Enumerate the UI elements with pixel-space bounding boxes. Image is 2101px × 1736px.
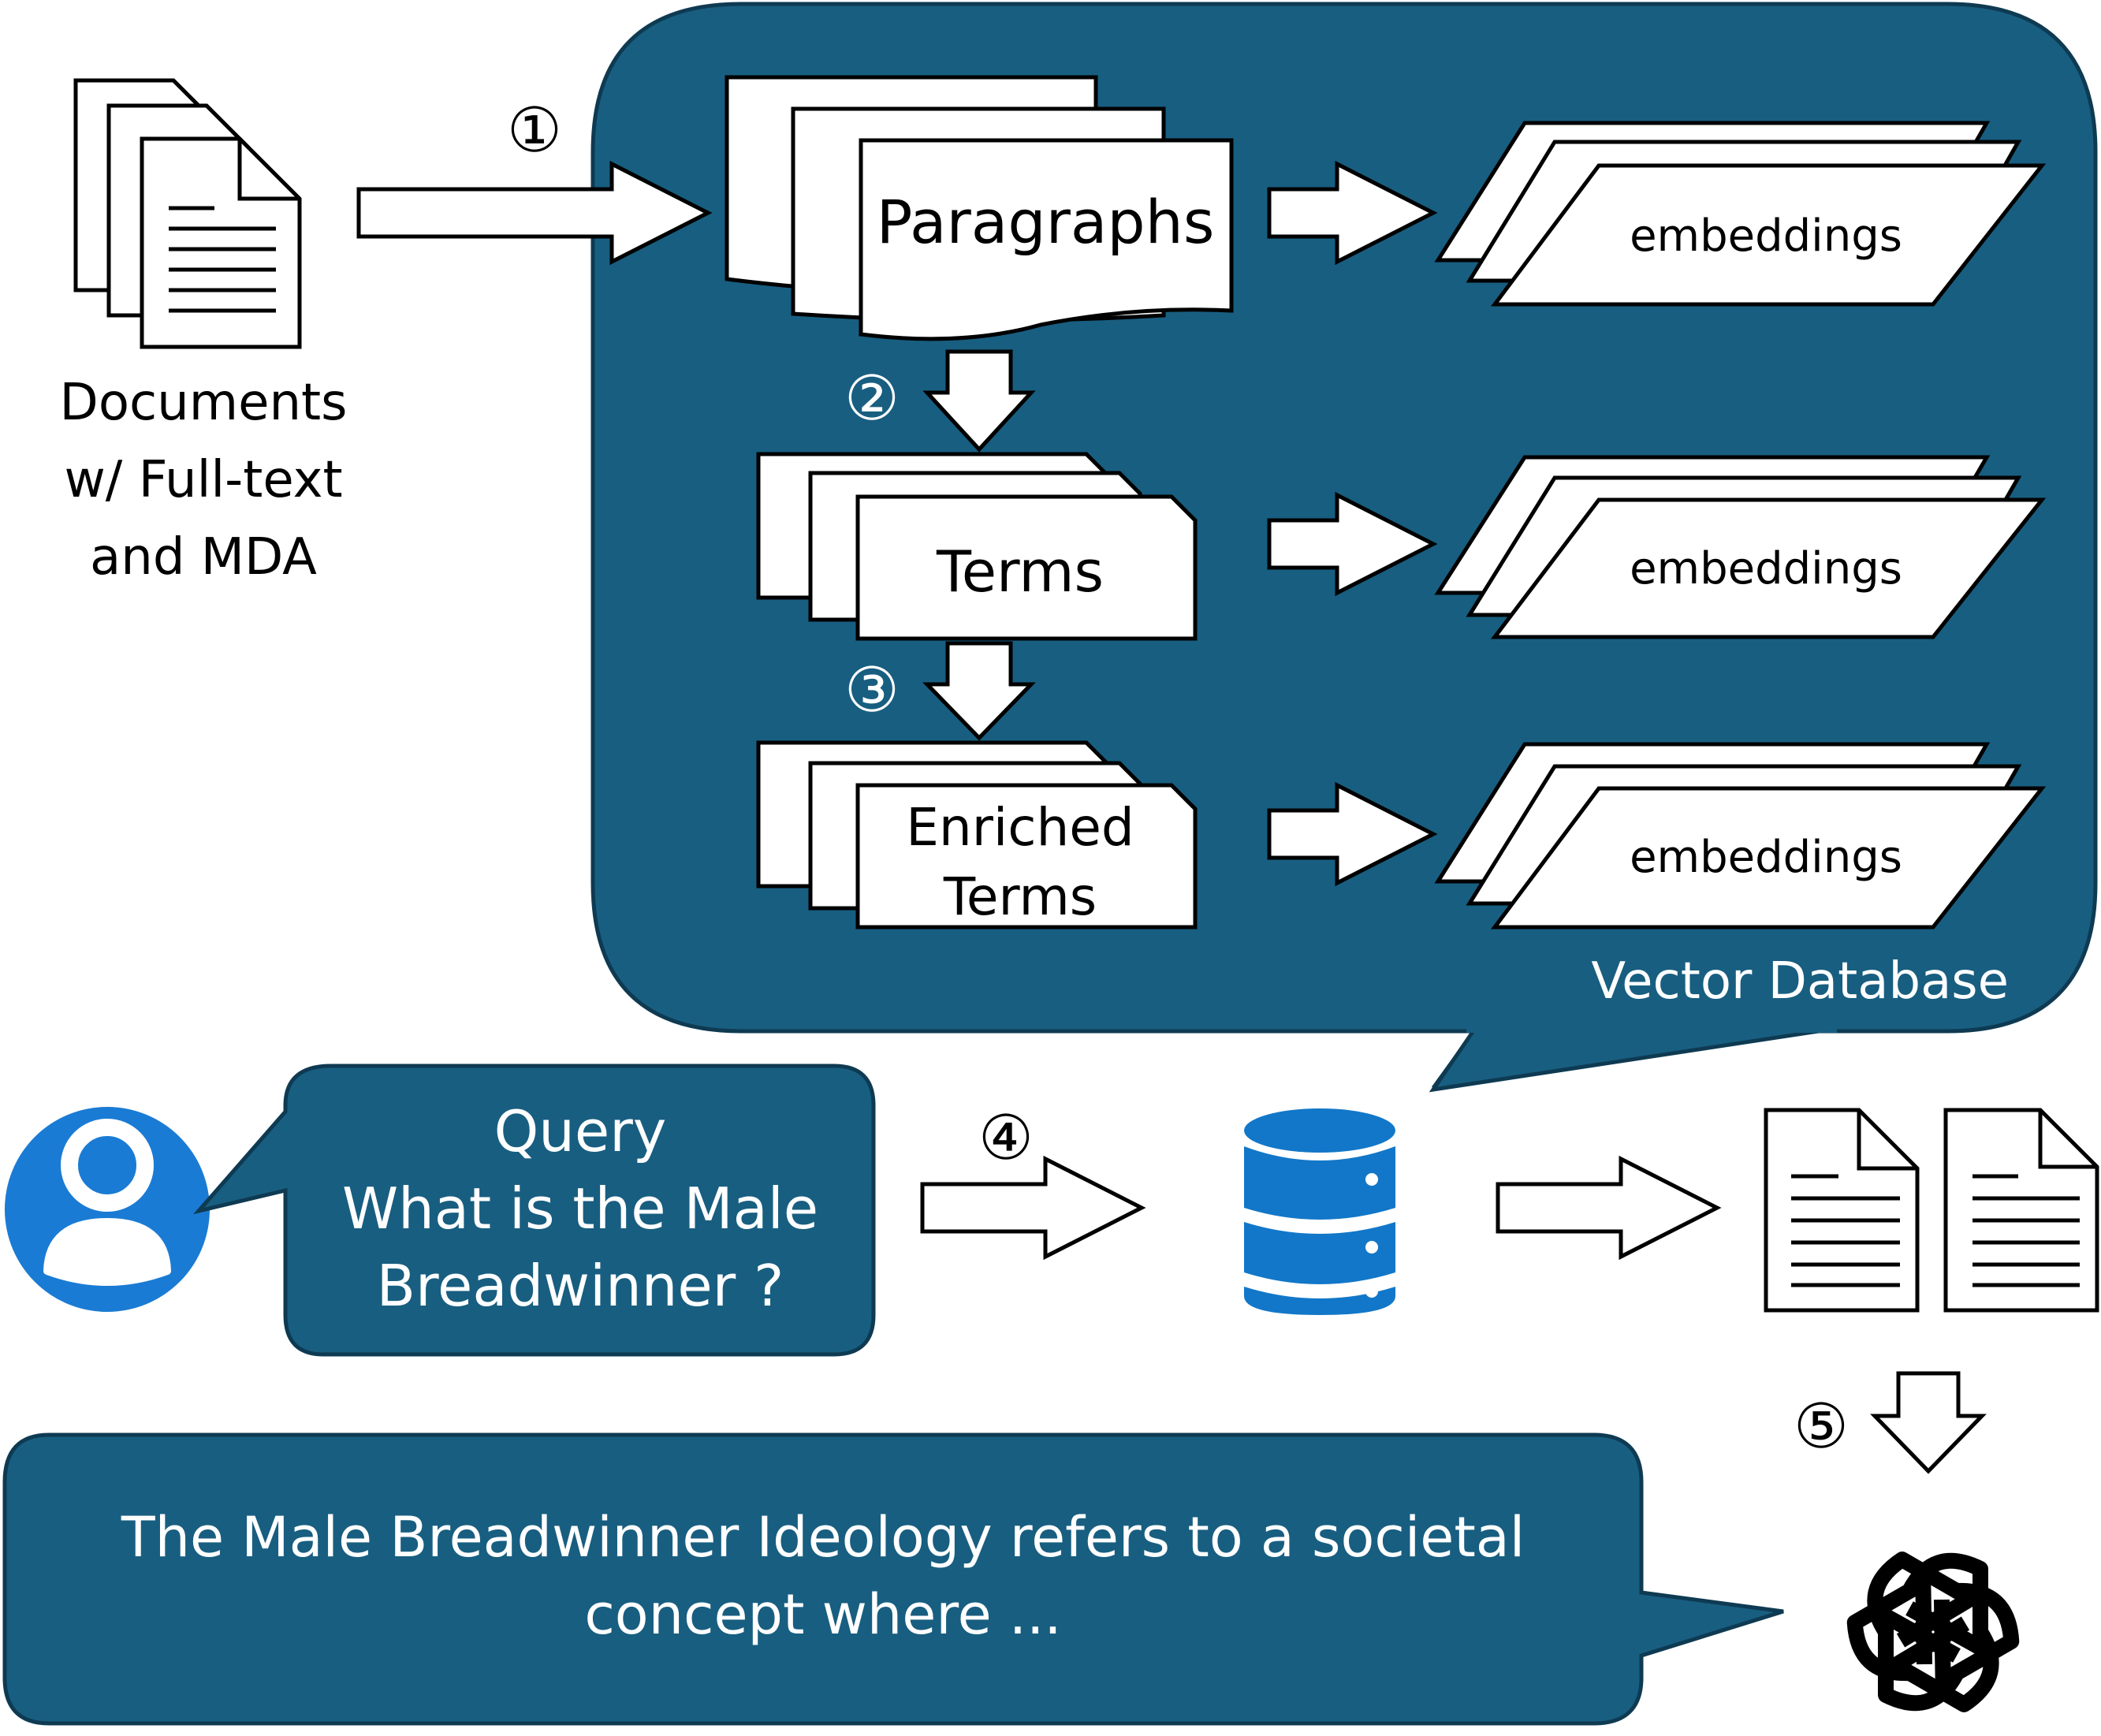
user-avatar-icon — [5, 1107, 210, 1312]
step-1-arrow — [356, 160, 713, 266]
retrieved-documents — [1764, 1108, 2099, 1313]
database-icon — [1244, 1108, 1395, 1315]
step-5-arrow — [1870, 1371, 1987, 1474]
paragraphs-label: Paragraphs — [877, 187, 1215, 257]
query-line-1: Query — [494, 1098, 667, 1164]
step-5-marker: ⑤ — [1794, 1391, 1849, 1462]
terms-label: Terms — [936, 538, 1104, 605]
enriched-terms-stack — [756, 740, 1198, 929]
vector-database-callout-tail — [1429, 1027, 1830, 1093]
answer-line-2: concept where ... — [584, 1582, 1061, 1647]
step-3-arrow — [922, 641, 1036, 741]
enriched-terms-label-line-1: Enriched — [906, 797, 1134, 858]
document-icon — [1943, 1108, 2099, 1313]
step-2-marker: ② — [844, 363, 900, 434]
answer-bubble — [2, 1432, 1784, 1726]
step-2-arrow — [922, 349, 1036, 453]
database-to-documents-arrow — [1496, 1155, 1722, 1261]
embeddings-label-3: embeddings — [1630, 832, 1902, 883]
embeddings-label-1: embeddings — [1630, 210, 1902, 262]
step-4-marker: ④ — [978, 1103, 1034, 1174]
step-1-marker: ① — [507, 95, 562, 166]
embeddings-stack-3 — [1434, 742, 2047, 929]
query-bubble — [192, 1064, 876, 1357]
documents-label-line-1: Documents — [60, 374, 348, 432]
query-line-2: What is the Male — [342, 1175, 818, 1242]
document-icon — [1764, 1108, 1920, 1313]
step-4-arrow — [920, 1155, 1146, 1261]
embeddings-stack-2 — [1434, 455, 2047, 639]
source-documents-icon — [73, 78, 302, 349]
terms-to-embeddings-arrow — [1267, 491, 1438, 597]
vector-database-label: Vector Database — [1591, 952, 2009, 1011]
enriched-terms-label-line-2: Terms — [943, 866, 1097, 927]
embeddings-stack-1 — [1434, 121, 2047, 307]
step-3-marker: ③ — [844, 655, 900, 726]
paragraphs-stack — [725, 75, 1234, 341]
openai-logo-icon — [1846, 1552, 2020, 1712]
documents-label-line-3: and MDA — [90, 528, 317, 587]
documents-label-line-2: w/ Full-text — [64, 451, 342, 509]
enriched-terms-to-embeddings-arrow — [1267, 781, 1438, 887]
terms-stack — [756, 452, 1198, 641]
tail-mask — [1466, 1017, 1837, 1033]
answer-line-1: The Male Breadwinner Ideology refers to … — [121, 1505, 1525, 1570]
embeddings-label-2: embeddings — [1630, 543, 1902, 594]
paragraphs-to-embeddings-arrow — [1267, 160, 1438, 266]
query-line-3: Breadwinner ? — [377, 1253, 784, 1319]
